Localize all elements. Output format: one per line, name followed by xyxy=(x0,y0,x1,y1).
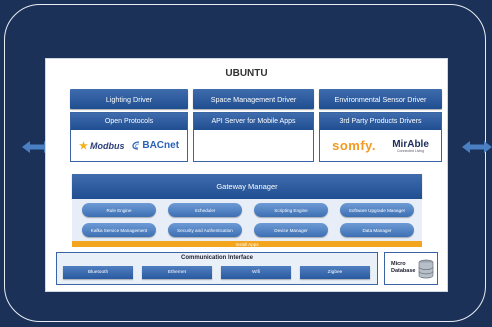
modbus-logo: Modbus xyxy=(78,140,125,151)
communication-interface: Communication Interface Bluetooth Ethern… xyxy=(56,252,378,285)
mirabile-logo: MirAble Connected Living xyxy=(392,139,429,153)
lighting-driver: Lighting Driver xyxy=(70,89,188,109)
wifi-interface: Wifi xyxy=(221,266,291,279)
ethernet-interface: Ethernet xyxy=(142,266,212,279)
device-manager-module: Device Manager xyxy=(254,223,328,237)
kafka-service-module: Kafka Service Management xyxy=(82,223,156,237)
micro-database-label: Micro Database xyxy=(391,261,416,274)
database-icon xyxy=(418,259,434,279)
gateway-manager: Gateway Manager xyxy=(72,174,422,199)
somfy-logo: somfy. xyxy=(332,138,377,153)
environmental-sensor-driver: Environmental Sensor Driver xyxy=(319,89,442,109)
software-upgrade-module: Software Upgrade Manager xyxy=(340,203,414,217)
rule-engine-module: Rule Engine xyxy=(82,203,156,217)
space-management-driver: Space Management Driver xyxy=(193,89,314,109)
bacnet-text: BACnet xyxy=(142,140,180,151)
install-apps-bar: Install Apps xyxy=(72,241,422,247)
zigbee-interface: Zigbee xyxy=(300,266,370,279)
scripting-engine-module: Scripting Engine xyxy=(254,203,328,217)
right-double-arrow-icon xyxy=(462,141,492,153)
bacnet-swoosh-icon xyxy=(132,141,140,150)
scheduler-module: Scheduler xyxy=(168,203,242,217)
bluetooth-interface: Bluetooth xyxy=(63,266,133,279)
modbus-star-icon xyxy=(78,141,88,150)
diagram-title: UBUNTU xyxy=(225,68,268,79)
communication-interface-label: Communication Interface xyxy=(180,255,253,261)
modbus-text: Modbus xyxy=(89,140,125,151)
data-manager-module: Data Manager xyxy=(340,223,414,237)
architecture-panel: UBUNTU Lighting Driver Space Management … xyxy=(45,58,448,292)
mirabile-text: MirAble xyxy=(392,138,429,150)
api-server-label: API Server for Mobile Apps xyxy=(194,113,313,130)
left-double-arrow-icon xyxy=(22,141,52,153)
modules-area: Rule Engine Scheduler Scripting Engine S… xyxy=(72,199,422,242)
third-party-drivers-label: 3rd Party Products Drivers xyxy=(320,113,441,130)
third-party-drivers-box: 3rd Party Products Drivers somfy. MirAbl… xyxy=(319,112,442,162)
open-protocols-box: Open Protocols Modbus BACnet xyxy=(70,112,188,162)
api-server-box: API Server for Mobile Apps xyxy=(193,112,314,162)
mirabile-tagline: Connected Living xyxy=(397,148,425,153)
open-protocols-label: Open Protocols xyxy=(71,113,187,130)
outer-frame xyxy=(4,4,486,322)
security-authentication-module: Security and Authentication xyxy=(168,223,242,237)
bacnet-logo: BACnet xyxy=(132,140,179,151)
micro-database-box: Micro Database xyxy=(384,252,438,285)
